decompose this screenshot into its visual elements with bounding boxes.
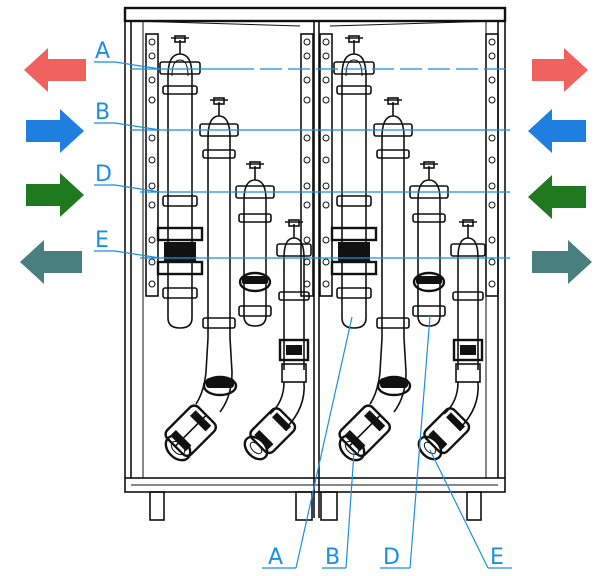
flow-arrow-b-right bbox=[528, 109, 586, 153]
post-bolts bbox=[148, 38, 496, 288]
callout-label-bottom-e: E bbox=[490, 545, 504, 570]
bottom-callouts: A B D E bbox=[262, 315, 512, 570]
callout-label-bottom-b: B bbox=[325, 545, 340, 570]
pipe-d bbox=[235, 161, 275, 327]
pipe-e bbox=[243, 219, 312, 461]
flow-arrow-e-right bbox=[532, 240, 592, 284]
flow-arrow-d-left bbox=[26, 173, 84, 217]
callout-label-left-e: E bbox=[95, 228, 109, 253]
flow-arrow-a-left bbox=[24, 48, 86, 92]
flow-arrow-a-right bbox=[532, 48, 588, 92]
callout-label-left-b: B bbox=[95, 100, 110, 125]
callout-label-left-d: D bbox=[95, 162, 112, 187]
pipe-assembly-right bbox=[330, 34, 487, 467]
flow-arrow-e-left bbox=[20, 240, 82, 284]
pipe-assembly-left bbox=[156, 35, 312, 462]
left-callouts: A B D E bbox=[94, 39, 161, 259]
callout-label-bottom-a: A bbox=[268, 545, 283, 570]
callout-label-left-a: A bbox=[95, 39, 110, 64]
callout-label-bottom-d: D bbox=[383, 545, 400, 570]
flow-arrow-d-right bbox=[528, 175, 586, 219]
pipe-a bbox=[156, 35, 204, 329]
level-lines bbox=[130, 68, 510, 259]
pipe-b bbox=[164, 97, 239, 462]
flow-arrow-b-left bbox=[26, 109, 84, 153]
